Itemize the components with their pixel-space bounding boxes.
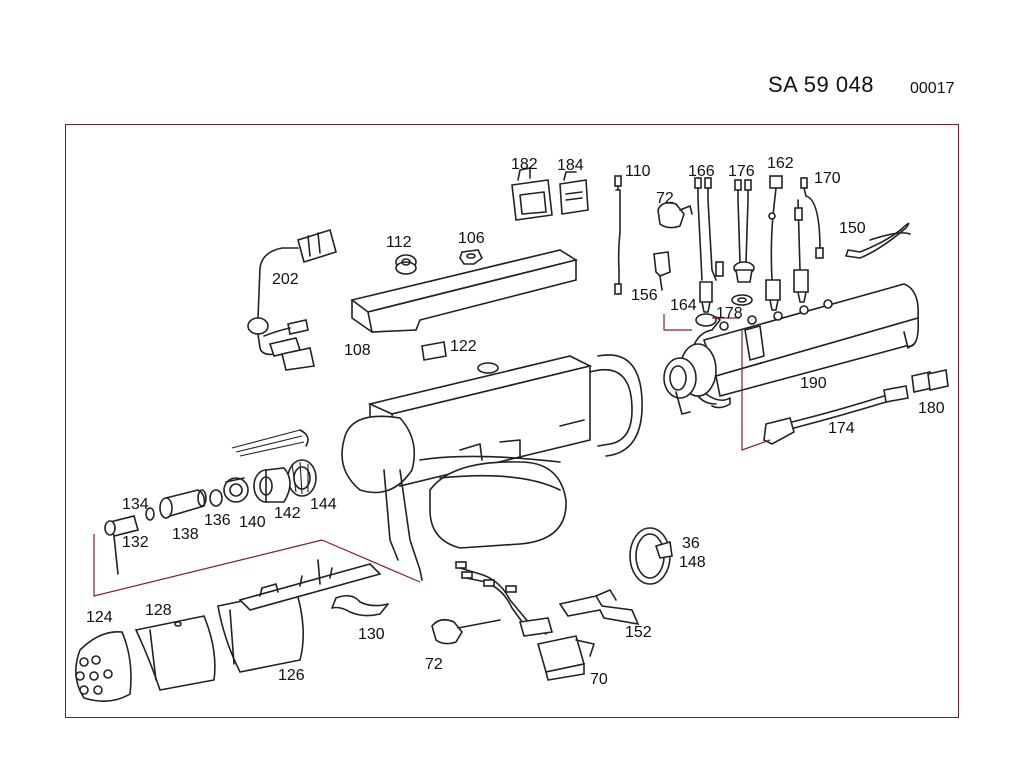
label-148: 148 [679,554,706,571]
diagram-code: SA 59 048 [768,72,875,97]
label-182: 182 [511,156,538,173]
label-136: 136 [204,512,231,529]
label-166: 166 [688,163,715,180]
sensor-162 [765,175,783,311]
cable-174 [763,395,887,445]
shell-128 [134,615,216,691]
bracket-152 [558,589,640,626]
label-144: 144 [310,496,337,513]
label-110: 110 [625,163,651,180]
label-184: 184 [557,157,584,174]
label-72-top: 72 [656,190,674,207]
burner-housing [341,354,643,581]
spark-plug-connector-72 [657,202,693,229]
sleeve-142 [253,467,291,503]
connector-182 [511,167,553,221]
label-152: 152 [625,624,652,641]
cable-tie-150 [845,222,911,259]
label-142: 142 [274,505,301,522]
label-106: 106 [458,230,485,247]
wire-110 [614,175,622,295]
connector-180 [883,369,949,403]
label-122: 122 [450,338,477,355]
spark-plug-connector-72b [431,618,501,645]
ring-144 [287,459,317,497]
diagram-frame [65,124,959,718]
washer-136 [209,489,223,507]
mounting-bracket-130 [238,559,389,617]
heater-body-190 [663,283,920,415]
label-130: 130 [358,626,385,643]
control-unit-70 [455,561,595,681]
label-138: 138 [172,526,199,543]
label-156: 156 [631,287,658,304]
label-124: 124 [86,609,113,626]
hose-clamp-36-148 [629,527,673,585]
wiring-harness-202 [247,228,337,371]
diagram-sheet-number: 00017 [910,80,955,97]
label-162: 162 [767,155,794,172]
label-70: 70 [590,671,608,688]
connector-132 [104,515,139,575]
label-176: 176 [728,163,755,180]
label-112: 112 [386,234,412,251]
label-128: 128 [145,602,172,619]
label-134: 134 [122,496,149,513]
clamp-140 [223,477,249,503]
part-labels: 182 184 110 166 176 162 170 72 150 112 1… [86,155,945,688]
label-180: 180 [918,400,945,417]
label-174: 174 [828,420,855,437]
label-126: 126 [278,667,305,684]
label-108: 108 [344,342,371,359]
clip-122 [421,341,447,361]
label-72-bottom: 72 [425,656,443,673]
end-cap-124 [75,631,132,702]
label-164: 164 [670,297,697,314]
sensor-170 [793,177,824,303]
label-132: 132 [122,534,149,551]
sensor-166 [694,177,724,313]
mantle-126 [217,589,304,673]
label-36: 36 [682,535,700,552]
label-190: 190 [800,375,827,392]
connector-184 [559,171,589,215]
label-178: 178 [716,305,743,322]
label-170: 170 [814,170,841,187]
nozzle-138 [159,489,207,519]
label-150: 150 [839,220,866,237]
label-202: 202 [272,271,299,288]
fitting-134 [145,507,155,521]
cover-108 [350,249,579,333]
fuel-line-assembly [231,429,309,457]
grommet-112 [395,254,417,275]
sensor-164-178 [653,251,753,327]
nut-106 [459,249,484,265]
diagram-header: SA 59 048 00017 [0,72,1024,104]
label-140: 140 [239,514,266,531]
sensor-176 [733,179,755,283]
